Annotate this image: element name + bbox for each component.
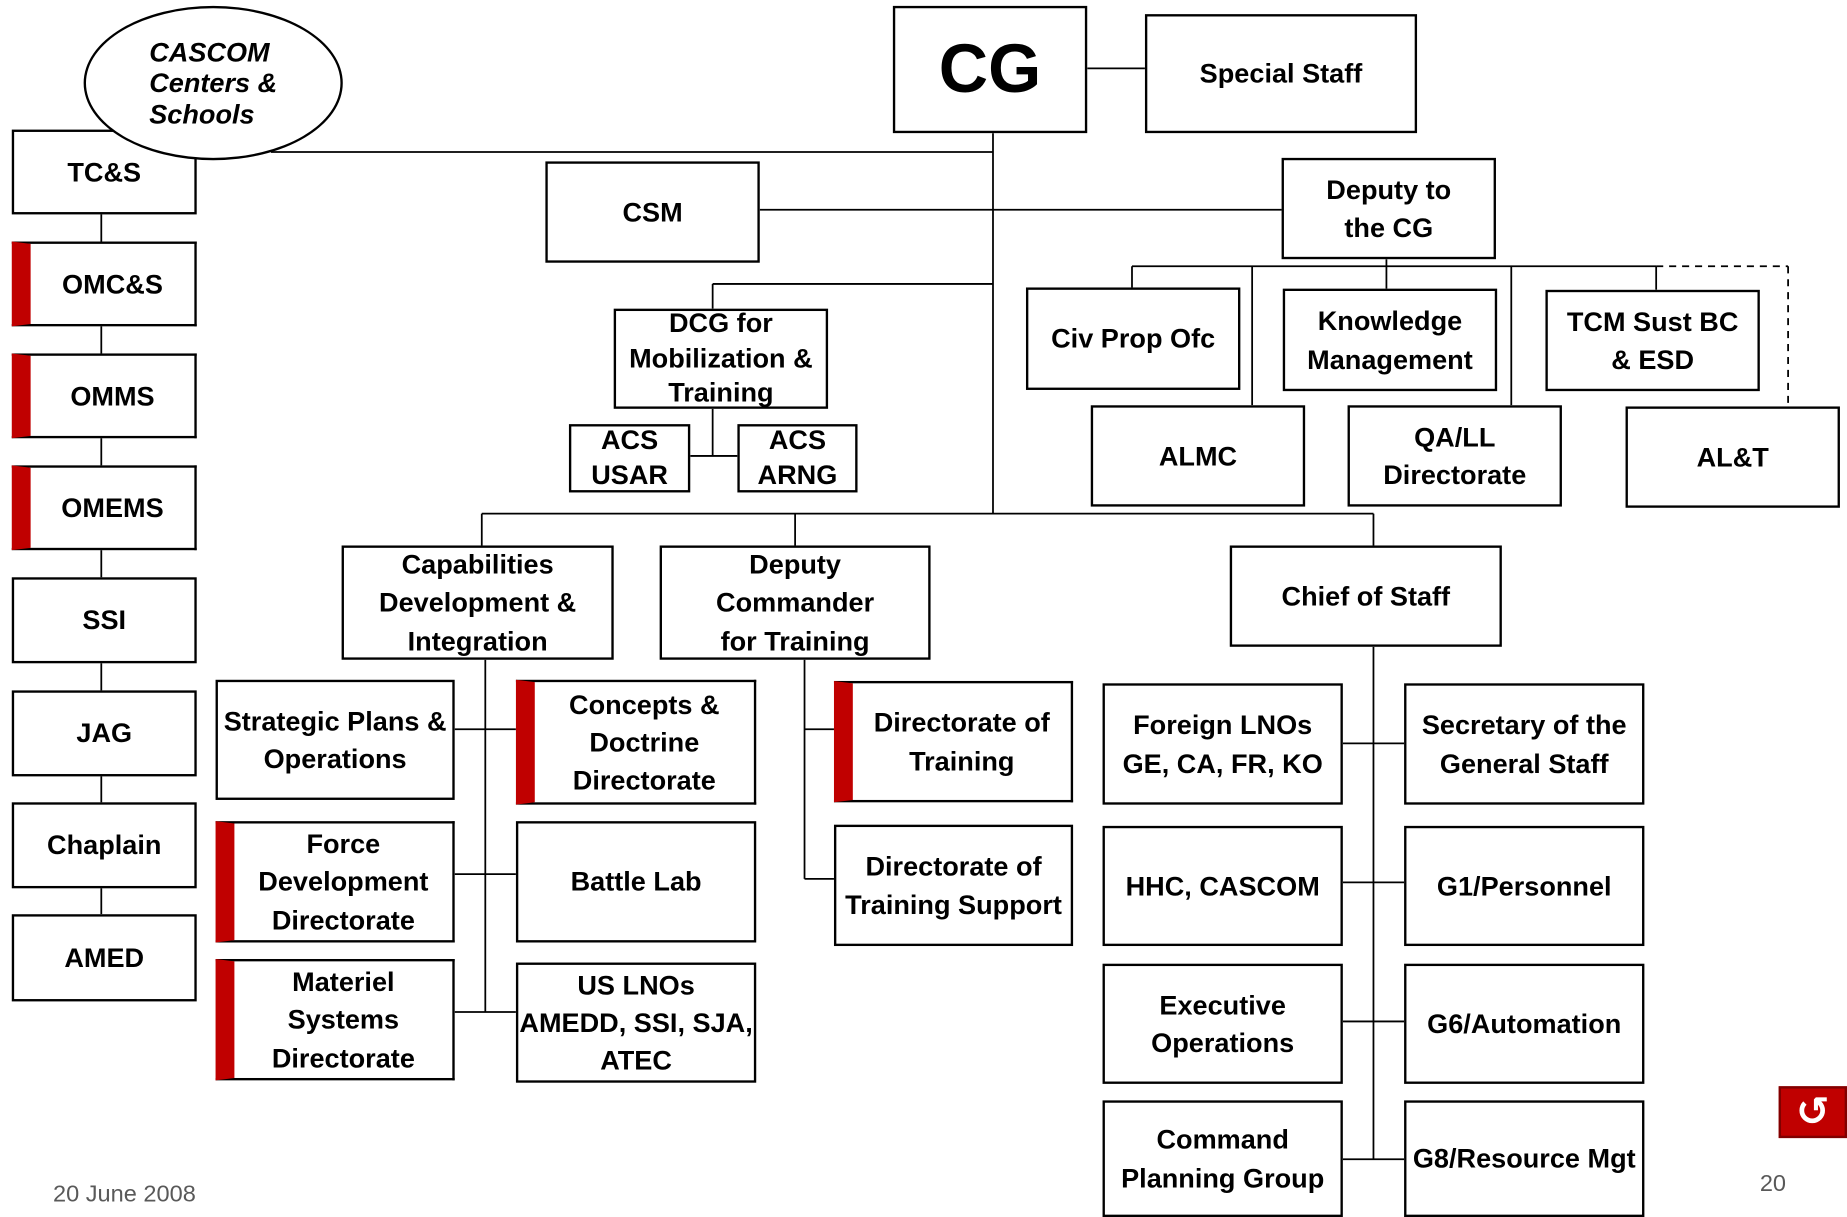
amed-box[interactable]: AMED [11,914,197,1002]
chief-of-staff-box[interactable]: Chief of Staff [1229,545,1502,647]
capabilities-development-integration-box[interactable]: Capabilities Development & Integration [341,545,614,660]
command-planning-group-box[interactable]: Command Planning Group [1102,1100,1343,1217]
g8-resource-mgt-box[interactable]: G8/Resource Mgt [1404,1100,1645,1217]
civ-prop-ofc-box[interactable]: Civ Prop Ofc [1025,287,1241,390]
cg-box[interactable]: CG [892,5,1088,134]
ssi-box[interactable]: SSI [11,577,197,664]
jag-box[interactable]: JAG [11,690,197,777]
battle-lab-box[interactable]: Battle Lab [515,821,757,943]
cascom-centers-schools-ellipse: CASCOM Centers & Schools [83,5,343,161]
almc-box[interactable]: ALMC [1090,405,1306,507]
knowledge-management-box[interactable]: Knowledge Management [1282,288,1498,392]
omms-box[interactable]: OMMS [11,353,197,439]
deputy-commander-training-box[interactable]: Deputy Commander for Training [659,545,931,660]
us-lnos-box[interactable]: US LNOs AMEDD, SSI, SJA, ATEC [515,962,757,1083]
hhc-cascom-box[interactable]: HHC, CASCOM [1102,825,1343,947]
tcm-sust-bc-esd-box[interactable]: TCM Sust BC & ESD [1545,289,1760,392]
g6-automation-box[interactable]: G6/Automation [1404,963,1645,1084]
chaplain-box[interactable]: Chaplain [11,802,197,889]
csm-box[interactable]: CSM [545,161,760,263]
omcs-box[interactable]: OMC&S [11,241,197,327]
footer-date: 20 June 2008 [53,1181,196,1208]
executive-operations-box[interactable]: Executive Operations [1102,963,1343,1084]
dcg-mobilization-training-box[interactable]: DCG for Mobilization & Training [613,307,829,409]
acs-usar-box[interactable]: ACS USAR [568,424,691,493]
page-number: 20 [1759,1171,1787,1197]
concepts-doctrine-directorate-box[interactable]: Concepts & Doctrine Directorate [515,679,757,805]
strategic-plans-operations-box[interactable]: Strategic Plans & Operations [215,679,455,800]
return-arrow-icon[interactable]: ↺ [1778,1086,1847,1139]
acs-arng-box[interactable]: ACS ARNG [737,424,858,493]
deputy-to-cg-box[interactable]: Deputy to the CG [1281,157,1496,260]
g1-personnel-box[interactable]: G1/Personnel [1404,825,1645,947]
qa-ll-directorate-box[interactable]: QA/LL Directorate [1347,405,1562,507]
secretary-general-staff-box[interactable]: Secretary of the General Staff [1404,683,1645,805]
directorate-of-training-support-box[interactable]: Directorate of Training Support [833,824,1074,947]
alt-box[interactable]: AL&T [1625,406,1840,508]
directorate-of-training-box[interactable]: Directorate of Training [833,680,1074,803]
omems-box[interactable]: OMEMS [11,465,197,551]
force-development-directorate-box[interactable]: Force Development Directorate [215,821,455,943]
special-staff-box[interactable]: Special Staff [1144,14,1418,134]
foreign-lnos-box[interactable]: Foreign LNOs GE, CA, FR, KO [1102,683,1343,805]
materiel-systems-directorate-box[interactable]: Materiel Systems Directorate [215,958,455,1081]
